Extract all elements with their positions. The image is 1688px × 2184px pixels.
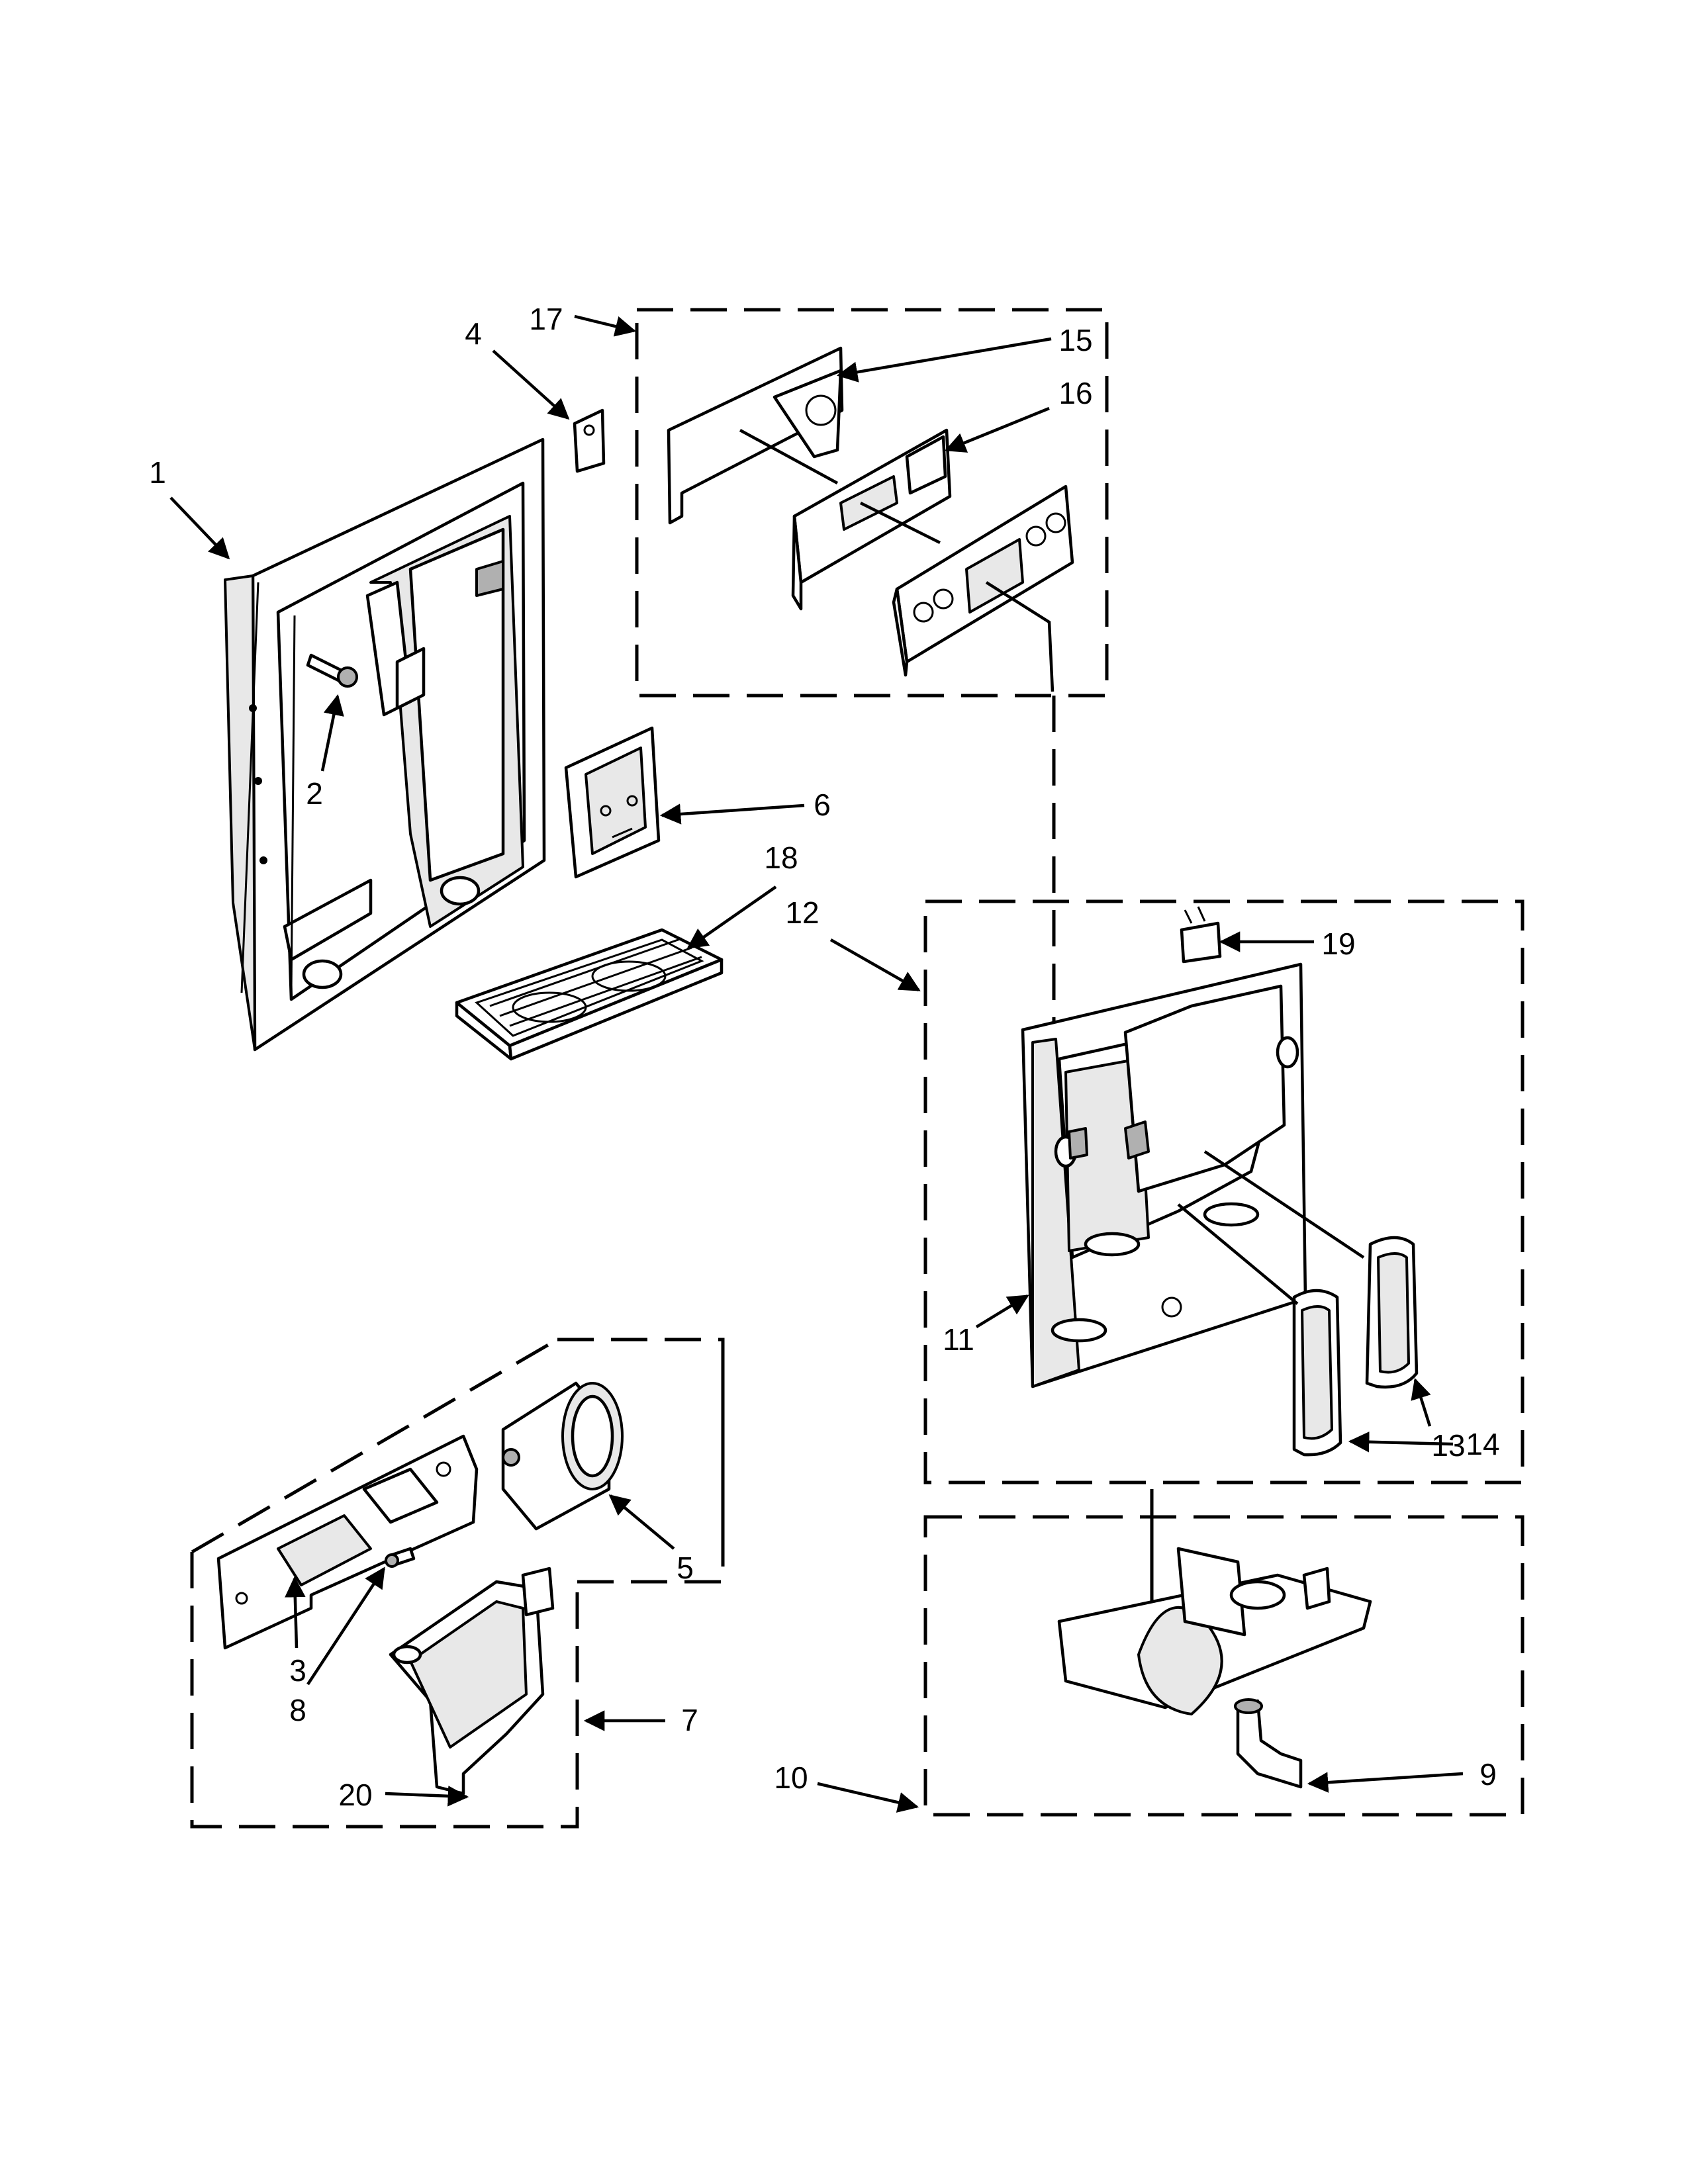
flapper-part-20	[389, 1567, 555, 1796]
paddle-part-14	[1292, 1289, 1342, 1457]
leader-board	[739, 429, 1055, 692]
callout-4: 4	[465, 316, 482, 351]
dispenser-housing-part	[224, 437, 546, 1052]
group-box-10	[923, 1515, 1524, 1817]
callout-9: 9	[1479, 1757, 1497, 1792]
callout-7: 7	[681, 1703, 698, 1737]
switch-part-19	[1180, 906, 1222, 964]
inner-housing-part-11	[1021, 962, 1307, 1388]
control-bracket-part-15	[667, 346, 844, 525]
control-panel-board	[892, 484, 1074, 677]
leader-lines	[169, 314, 1464, 1813]
callout-14: 14	[1466, 1427, 1499, 1461]
control-board-part-16	[791, 428, 952, 611]
leader-paddles	[1177, 1150, 1365, 1305]
bracket-part-4	[573, 408, 606, 473]
callout-12: 12	[785, 895, 819, 930]
button-part-6	[564, 726, 661, 879]
elbow-part-9	[1234, 1698, 1303, 1789]
callout-20: 20	[338, 1778, 372, 1812]
callout-8: 8	[289, 1693, 306, 1727]
drip-tray-part-18	[455, 928, 724, 1061]
bracket-part-3	[216, 1434, 479, 1650]
callout-6: 6	[814, 788, 831, 822]
callout-11: 11	[943, 1322, 974, 1357]
callout-10: 10	[774, 1760, 808, 1795]
group-box-12	[923, 899, 1524, 1484]
callout-16: 16	[1058, 376, 1092, 410]
callout-3: 3	[289, 1653, 306, 1688]
group-box-7	[190, 1338, 725, 1829]
paddle-part-13	[1365, 1236, 1419, 1388]
callouts: 1 2 3 4 5 6 7 8 9 10 11 12 13 14 15 16 1…	[149, 302, 1499, 1812]
callout-5: 5	[677, 1551, 694, 1585]
callout-19: 19	[1321, 927, 1355, 961]
callout-15: 15	[1058, 323, 1092, 357]
motor-part-5	[501, 1381, 624, 1531]
callout-1: 1	[149, 455, 166, 490]
group-box-17	[635, 308, 1109, 698]
funnel-part-10	[1057, 1547, 1372, 1715]
screw-part-8	[385, 1547, 416, 1568]
callout-13: 13	[1431, 1428, 1465, 1463]
callout-17: 17	[529, 302, 563, 336]
callout-18: 18	[764, 841, 798, 875]
callout-2: 2	[306, 776, 323, 811]
screw-part-2	[306, 653, 358, 688]
